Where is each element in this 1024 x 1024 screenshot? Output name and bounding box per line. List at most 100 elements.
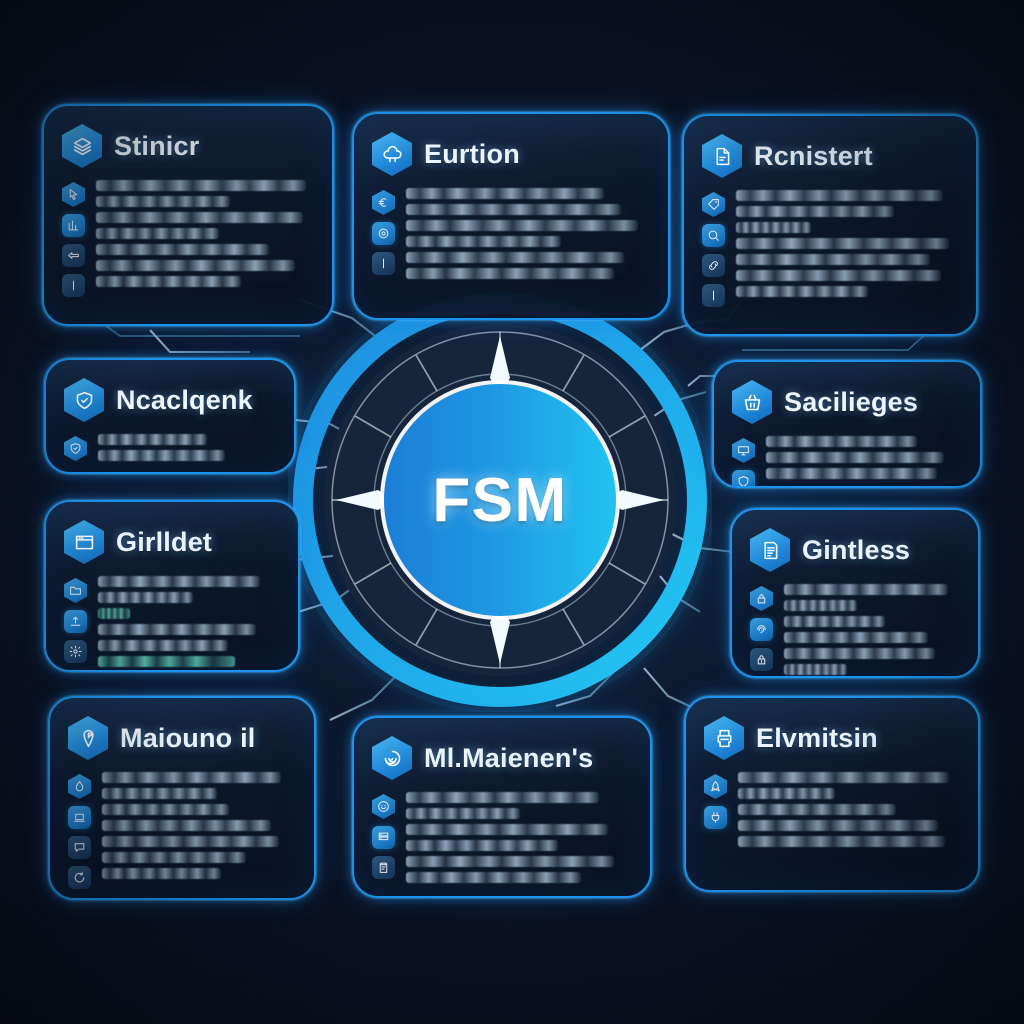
panel-text-line <box>102 804 229 815</box>
panel-header: Elvmitsin <box>704 716 958 760</box>
panel-title: Eurtion <box>424 138 520 169</box>
panel-text-line <box>736 190 943 201</box>
panel-ncaclqenk[interactable]: Ncaclqenk <box>44 358 296 474</box>
panel-title: Girlldet <box>116 526 213 557</box>
panel-header: Girlldet <box>64 520 278 564</box>
panel-text-line <box>738 804 897 815</box>
bar-icon <box>702 284 725 307</box>
panel-body <box>68 772 294 889</box>
panel-text-line <box>784 616 885 627</box>
panel-text-block <box>784 584 958 676</box>
link-icon <box>702 254 725 277</box>
panel-text-line <box>406 824 608 835</box>
panel-header: Eurtion <box>372 132 648 176</box>
panel-text-line <box>96 276 241 287</box>
panel-text-line <box>406 204 622 215</box>
panel-text-block <box>98 434 274 461</box>
panel-text-line <box>406 268 615 279</box>
panel-title: Ml.Maienen's <box>424 742 594 773</box>
panel-text-line <box>98 592 194 603</box>
panel-text-line <box>102 836 279 847</box>
panel-gintless[interactable]: Gintless <box>730 508 980 678</box>
panel-header: Stinicr <box>62 124 312 168</box>
cursor-icon <box>62 182 85 207</box>
panel-body <box>372 188 648 279</box>
panel-text-line <box>102 788 218 799</box>
panel-elvmitsin[interactable]: Elvmitsin <box>684 696 980 892</box>
panel-text-line <box>96 260 295 271</box>
panel-eurtion[interactable]: Eurtion <box>352 112 670 320</box>
panel-text-line <box>736 238 950 249</box>
panel-text-line <box>406 220 639 231</box>
panel-title: Elvmitsin <box>756 722 878 753</box>
panel-bullet-icons <box>64 434 87 461</box>
panel-text-line <box>784 632 929 643</box>
lock-closed-icon <box>750 648 773 671</box>
panel-maiouno-il[interactable]: Maiouno il <box>48 696 316 900</box>
panel-text-line <box>98 434 208 445</box>
panel-text-block <box>406 188 648 279</box>
panel-header: Gintless <box>750 528 958 572</box>
panel-text-line <box>406 236 561 247</box>
panel-title: Sacilieges <box>784 386 919 417</box>
panel-text-block <box>738 772 958 847</box>
printer-icon <box>704 716 744 760</box>
panel-text-line <box>98 640 228 651</box>
panel-sacilieges[interactable]: Sacilieges <box>712 360 982 488</box>
panel-bullet-icons <box>702 190 725 307</box>
panel-rcnistert[interactable]: Rcnistert <box>682 114 978 336</box>
panel-text-line <box>406 252 624 263</box>
panel-text-block <box>766 436 960 486</box>
panel-text-line <box>96 228 220 239</box>
panel-text-line <box>738 836 945 847</box>
flow-icon <box>62 244 85 267</box>
panel-text-line <box>102 820 271 831</box>
panel-text-line <box>98 450 225 461</box>
panel-text-block <box>406 792 630 883</box>
panel-text-line <box>406 792 599 803</box>
panel-text-line <box>766 468 937 479</box>
panel-body <box>702 190 956 307</box>
panel-bullet-icons <box>732 436 755 486</box>
panel-text-line <box>406 188 605 199</box>
search-icon <box>702 224 725 247</box>
panel-stinicr[interactable]: Stinicr <box>42 104 334 326</box>
list-file-icon <box>750 528 790 572</box>
target-icon <box>372 222 395 245</box>
panel-text-line <box>96 180 306 191</box>
document-edit-icon <box>702 134 742 178</box>
bar-icon <box>372 252 395 275</box>
panel-text-line <box>98 656 235 667</box>
panel-text-line <box>406 872 581 883</box>
panel-header: Sacilieges <box>732 380 960 424</box>
plug-icon <box>704 806 727 829</box>
server-icon <box>372 826 395 849</box>
panel-text-line <box>406 808 521 819</box>
panel-title: Stinicr <box>114 130 200 161</box>
chat-icon <box>68 836 91 859</box>
tag-icon <box>702 192 725 217</box>
panel-text-line <box>738 772 950 783</box>
panel-ml-maienens[interactable]: Ml.Maienen's <box>352 716 652 898</box>
panel-text-line <box>738 820 939 831</box>
bar-icon <box>62 274 85 297</box>
panel-text-line <box>736 254 930 265</box>
shield-check-icon <box>64 436 87 461</box>
panel-text-line <box>784 600 858 611</box>
upload-icon <box>64 610 87 633</box>
panel-text-line <box>766 436 918 447</box>
clipboard-icon <box>372 856 395 879</box>
panel-girlldet[interactable]: Girlldet <box>44 500 300 672</box>
fsm-hub: FSM <box>288 288 712 712</box>
panel-text-line <box>406 856 615 867</box>
panel-body <box>732 436 960 486</box>
laptop-icon <box>68 806 91 829</box>
panel-body <box>64 576 278 670</box>
panel-body <box>64 434 274 461</box>
panel-text-line <box>736 206 895 217</box>
panel-title: Ncaclqenk <box>116 384 253 415</box>
refresh-icon <box>68 866 91 889</box>
panel-text-block <box>96 180 312 297</box>
panel-header: Ml.Maienen's <box>372 736 630 780</box>
panel-text-line <box>736 286 868 297</box>
